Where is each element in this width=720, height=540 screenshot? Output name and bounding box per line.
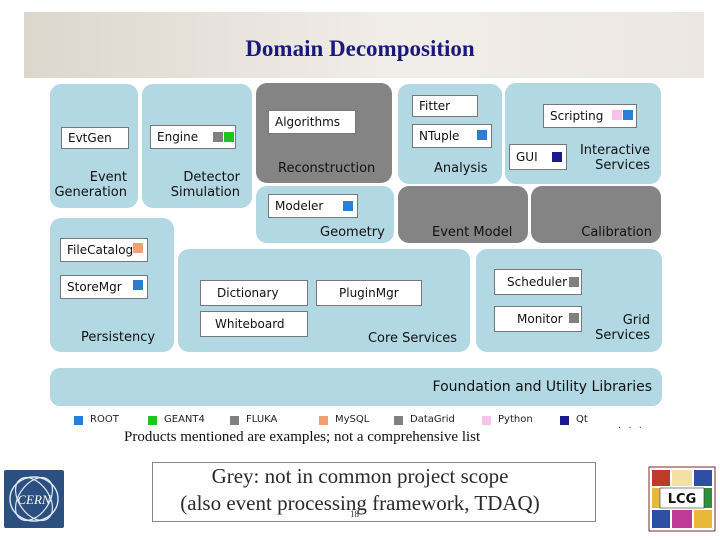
legend-label-root: ROOT — [90, 414, 119, 425]
analysis-label: Analysis — [434, 161, 488, 176]
evtgen-component: EvtGen — [61, 127, 129, 149]
datagrid-marker-monitor — [569, 313, 579, 323]
cern-logo: CERN — [4, 470, 64, 528]
page-number: 18 — [350, 509, 359, 519]
storemgr-component: StoreMgr — [60, 275, 148, 299]
legend-label-fluka: FLUKA — [246, 414, 278, 425]
ntuple-component: NTuple — [412, 124, 492, 148]
interactive-services-box: Scripting GUI Interactive Services — [505, 83, 661, 184]
geometry-box: Modeler Geometry — [256, 186, 394, 243]
filecatalog-label: FileCatalog — [67, 243, 134, 257]
legend-label-python: Python — [498, 414, 533, 425]
reconstruction-label: Reconstruction — [278, 161, 376, 176]
legend-swatch-qt — [560, 416, 569, 425]
legend-swatch-datagrid — [394, 416, 403, 425]
legend-swatch-fluka — [230, 416, 239, 425]
scope-note-box — [152, 462, 596, 522]
core-services-box: Dictionary PluginMgr Whiteboard Core Ser… — [178, 249, 470, 352]
examples-note: Products mentioned are examples; not a c… — [124, 429, 481, 445]
datagrid-marker-scheduler — [569, 277, 579, 287]
mysql-marker — [133, 243, 143, 253]
root-marker-storemgr — [133, 280, 143, 290]
event-model-label: Event Model — [432, 225, 513, 240]
whiteboard-component: Whiteboard — [200, 311, 308, 337]
persistency-box: FileCatalog StoreMgr Persistency — [50, 218, 174, 352]
engine-component: Engine — [150, 125, 236, 149]
scope-note-line2: (also event processing framework, TDAQ) — [180, 491, 540, 515]
fluka-marker — [213, 132, 223, 142]
python-marker — [612, 110, 622, 120]
qt-marker — [552, 152, 562, 162]
scheduler-label: Scheduler — [507, 275, 568, 289]
legend-label-datagrid: DataGrid — [410, 414, 455, 425]
legend-swatch-python — [482, 416, 491, 425]
legend-label-geant4: GEANT4 — [164, 414, 205, 425]
fitter-component: Fitter — [412, 95, 478, 117]
lcg-logo-graphic: LCG — [648, 466, 716, 532]
pluginmgr-component: PluginMgr — [316, 280, 422, 306]
monitor-component: Monitor — [494, 306, 582, 332]
interactive-services-label: Interactive Services — [579, 143, 650, 173]
legend-swatch-geant4 — [148, 416, 157, 425]
grid-services-box: Scheduler Monitor Grid Services — [476, 249, 662, 352]
cern-logo-text: CERN — [17, 492, 52, 507]
gui-label: GUI — [516, 150, 538, 164]
scripting-label: Scripting — [550, 109, 604, 123]
calibration-label: Calibration — [581, 225, 652, 240]
grid-services-label: Grid Services — [595, 313, 650, 343]
reconstruction-box: Algorithms Reconstruction — [256, 83, 392, 183]
foundation-box: Foundation and Utility Libraries — [50, 368, 662, 406]
detector-simulation-box: Engine Detector Simulation — [142, 84, 252, 208]
ntuple-label: NTuple — [419, 129, 460, 143]
storemgr-label: StoreMgr — [67, 280, 122, 294]
slide-title: Domain Decomposition — [245, 36, 475, 61]
event-model-box: Event Model — [398, 186, 528, 243]
root-marker-modeler — [343, 201, 353, 211]
title-band — [24, 12, 704, 78]
calibration-box: Calibration — [531, 186, 661, 243]
legend-label-qt: Qt — [576, 414, 588, 425]
event-generation-box: EvtGen Event Generation — [50, 84, 138, 208]
algorithms-component: Algorithms — [268, 110, 356, 134]
scripting-component: Scripting — [543, 104, 637, 128]
gui-component: GUI — [509, 144, 567, 170]
dictionary-component: Dictionary — [200, 280, 308, 306]
modeler-component: Modeler — [268, 194, 358, 218]
event-generation-label: Event Generation — [54, 170, 127, 200]
detector-simulation-label: Detector Simulation — [170, 170, 240, 200]
scheduler-component: Scheduler — [494, 269, 582, 295]
core-services-label: Core Services — [367, 331, 457, 346]
legend-swatch-mysql — [319, 416, 328, 425]
cern-logo-graphic: CERN — [9, 476, 59, 522]
root-marker — [477, 130, 487, 140]
foundation-label: Foundation and Utility Libraries — [432, 379, 652, 395]
legend-swatch-root — [74, 416, 83, 425]
geant4-marker — [224, 132, 234, 142]
lcg-logo: LCG — [648, 466, 716, 532]
scope-note-line1: Grey: not in common project scope — [211, 464, 509, 488]
legend-ellipsis: . . . — [618, 420, 644, 431]
lcg-logo-text: LCG — [668, 492, 697, 507]
legend-label-mysql: MySQL — [335, 414, 370, 425]
persistency-label: Persistency — [81, 330, 156, 345]
monitor-label: Monitor — [517, 312, 563, 326]
qt-marker-scripting — [623, 110, 633, 120]
geometry-label: Geometry — [320, 225, 385, 240]
engine-label: Engine — [157, 130, 199, 144]
filecatalog-component: FileCatalog — [60, 238, 148, 262]
analysis-box: Fitter NTuple Analysis — [398, 84, 502, 184]
modeler-label: Modeler — [275, 199, 324, 213]
